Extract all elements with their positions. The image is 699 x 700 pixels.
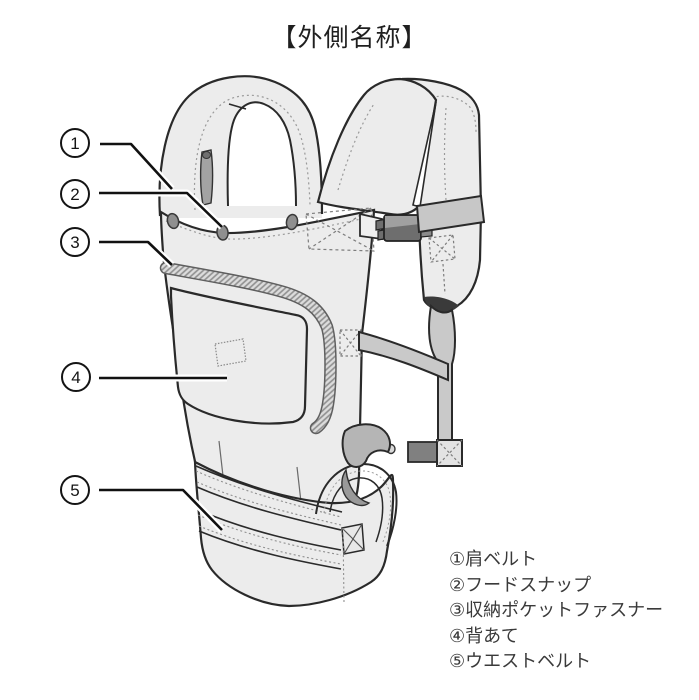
hood-strap-tab <box>199 149 214 206</box>
legend-marker: ③ <box>449 600 466 620</box>
side-webbing-straps <box>358 303 463 467</box>
legend-marker: ① <box>449 549 466 569</box>
legend-label: 肩ベルト <box>465 549 538 569</box>
legend: ①肩ベルト ②フードスナップ ③収納ポケットファスナー ④背あて ⑤ウエストベル… <box>449 547 663 675</box>
legend-marker: ② <box>449 574 466 595</box>
leg-opening-shadow <box>341 468 371 507</box>
callout-5: 5 <box>60 475 90 505</box>
strap-end-pad <box>407 441 438 463</box>
legend-label: フードスナップ <box>465 574 592 595</box>
leader-line-5 <box>99 488 223 531</box>
leader-line-3 <box>99 240 173 266</box>
legend-item-4: ④背あて <box>449 624 663 650</box>
strap-keeper-band <box>415 194 486 295</box>
left-shoulder-strap <box>158 75 324 218</box>
legend-label: ウエストベルト <box>465 651 592 671</box>
legend-marker: ④ <box>449 625 466 646</box>
legend-item-1: ①肩ベルト <box>449 547 663 573</box>
callout-4: 4 <box>61 362 91 392</box>
legend-item-5: ⑤ウエストベルト <box>449 649 663 675</box>
pocket-label <box>214 338 247 367</box>
waist-belt <box>193 460 395 608</box>
legend-label: 収納ポケットファスナー <box>465 600 664 620</box>
callout-3: 3 <box>60 227 90 257</box>
leader-line-1 <box>100 142 173 190</box>
callout-1: 1 <box>60 128 90 158</box>
leader-lines <box>99 140 227 533</box>
legend-label: 背あて <box>465 625 519 646</box>
callout-2: 2 <box>60 179 90 209</box>
waist-strap-flap <box>341 423 391 468</box>
seat-area <box>315 423 398 547</box>
chest-buckle <box>359 212 433 242</box>
page-title: 【外側名称】 <box>271 24 428 52</box>
legend-item-3: ③収納ポケットファスナー <box>449 598 663 624</box>
right-shoulder-strap <box>316 77 483 313</box>
leader-line-2 <box>99 191 223 228</box>
legend-item-2: ②フードスナップ <box>449 573 663 599</box>
legend-marker: ⑤ <box>449 651 466 671</box>
storage-pocket <box>159 261 337 435</box>
side-stitch-box <box>339 329 362 357</box>
